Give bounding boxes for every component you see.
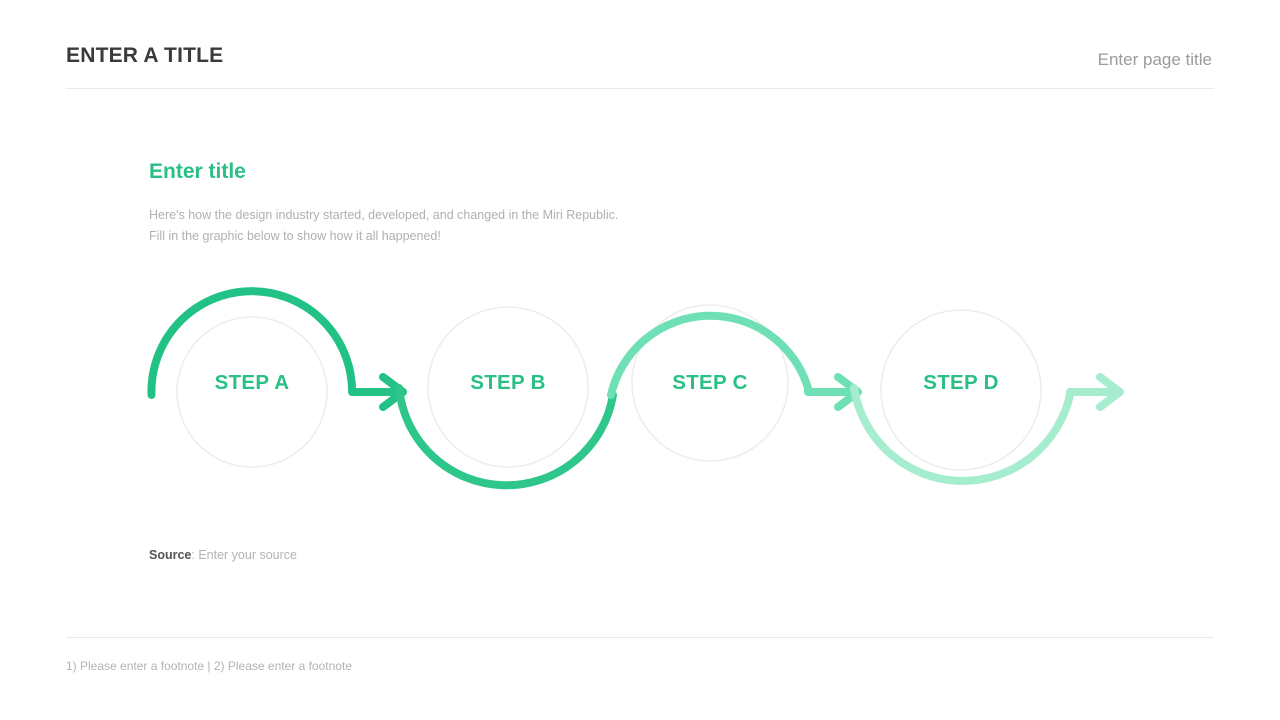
step-circle-b[interactable]: [427, 306, 589, 468]
page-title-placeholder[interactable]: Enter page title: [1097, 50, 1212, 69]
source-label: Source: [149, 548, 192, 562]
page-title[interactable]: ENTER A TITLE: [66, 44, 224, 67]
process-flow-diagram: STEP A STEP B STEP C STEP D: [0, 255, 1280, 525]
flow-arc-a: [147, 287, 356, 399]
section-description[interactable]: Here's how the design industry started, …: [149, 208, 619, 243]
flow-connector-a-b: [348, 388, 400, 396]
flow-arc-d: [850, 384, 1074, 485]
flow-connector-end: [1066, 388, 1116, 396]
flow-arc-c: [607, 311, 812, 399]
section-title[interactable]: Enter title: [149, 160, 246, 183]
step-label-c[interactable]: STEP C: [672, 371, 748, 394]
step-label-d[interactable]: STEP D: [923, 371, 999, 394]
page-header: ENTER A TITLE Enter page title: [0, 0, 1280, 89]
step-circle-d[interactable]: [880, 309, 1042, 471]
flow-arrowhead-3: [1096, 373, 1124, 411]
process-flow-svg: [147, 287, 1124, 490]
step-circle-a[interactable]: [176, 316, 328, 468]
flow-connector-c-d: [804, 388, 854, 396]
source-value[interactable]: : Enter your source: [191, 548, 297, 562]
source-line[interactable]: Source: Enter your source: [149, 548, 297, 562]
header-divider: [66, 88, 1214, 89]
step-label-a[interactable]: STEP A: [214, 371, 290, 394]
step-circle-c[interactable]: [631, 304, 789, 462]
footer-divider: [66, 637, 1214, 638]
footnote[interactable]: 1) Please enter a footnote | 2) Please e…: [66, 659, 352, 673]
step-label-b[interactable]: STEP B: [470, 371, 546, 394]
flow-arc-b: [395, 384, 617, 490]
